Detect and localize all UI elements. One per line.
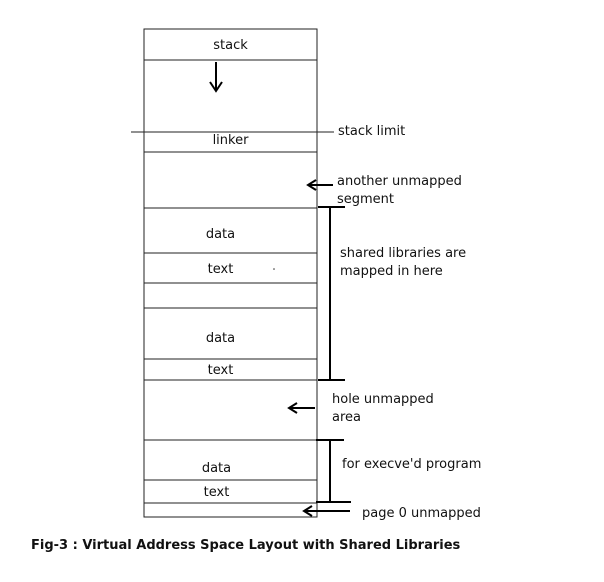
stack-limit-label: stack limit bbox=[338, 124, 406, 139]
hole-unmapped-label-2: area bbox=[332, 410, 361, 425]
segment-dividers bbox=[131, 59, 334, 504]
page0-unmapped-label: page 0 unmapped bbox=[362, 506, 481, 521]
segment-data-upper: data bbox=[205, 227, 236, 242]
segment-stack: stack bbox=[213, 38, 248, 53]
address-space-column bbox=[143, 28, 318, 518]
page0-arrow bbox=[302, 505, 350, 517]
segment-linker: linker bbox=[212, 133, 249, 148]
segment-data-lower: data bbox=[201, 461, 232, 476]
shared-libraries-label-2: mapped in here bbox=[340, 264, 443, 279]
stack-growth-arrow bbox=[209, 62, 223, 93]
shared-libraries-bracket bbox=[318, 206, 345, 381]
another-unmapped-arrow bbox=[306, 179, 333, 191]
segment-text-upper: text bbox=[207, 262, 234, 277]
figure-caption: Fig-3 : Virtual Address Space Layout wit… bbox=[31, 538, 461, 553]
segment-text-middle: text bbox=[207, 363, 234, 378]
segment-data-middle: data bbox=[205, 331, 236, 346]
execve-program-bracket bbox=[316, 439, 351, 503]
shared-libraries-label-1: shared libraries are bbox=[340, 246, 467, 261]
segment-text-lower: text bbox=[203, 485, 230, 500]
hole-unmapped-arrow bbox=[287, 402, 315, 414]
execve-program-label: for execve'd program bbox=[342, 457, 482, 472]
another-unmapped-label-1: another unmapped bbox=[337, 174, 462, 189]
another-unmapped-label-2: segment bbox=[337, 192, 395, 207]
hole-unmapped-label-1: hole unmapped bbox=[332, 392, 434, 407]
